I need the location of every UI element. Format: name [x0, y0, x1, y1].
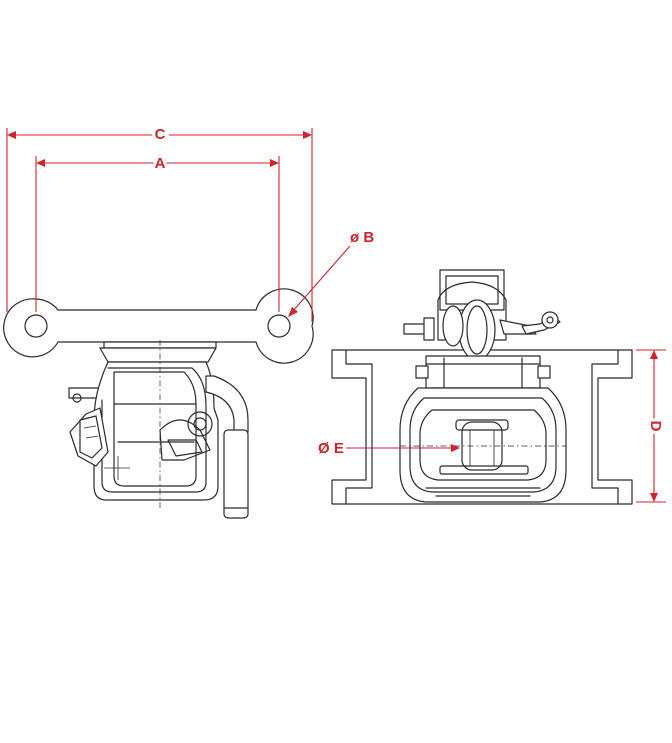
dimension-b	[288, 245, 351, 317]
drawbar-eye-left	[24, 314, 48, 338]
side-view	[3, 288, 314, 519]
dimensions: C A ø B D Ø E	[6, 123, 667, 503]
front-view	[331, 269, 633, 505]
dimension-b-label: ø B	[350, 229, 374, 246]
dimension-c-label: C	[155, 126, 166, 143]
dimension-e	[346, 444, 460, 452]
dimension-a	[35, 156, 280, 312]
dimension-e-label: Ø E	[318, 440, 344, 457]
dimension-a-label: A	[155, 155, 166, 172]
drawbar	[3, 288, 314, 364]
coupling-body-side	[93, 361, 219, 501]
dimension-d	[636, 349, 666, 503]
dimension-d-label: D	[647, 421, 664, 432]
drawbar-eye-right	[267, 314, 291, 338]
